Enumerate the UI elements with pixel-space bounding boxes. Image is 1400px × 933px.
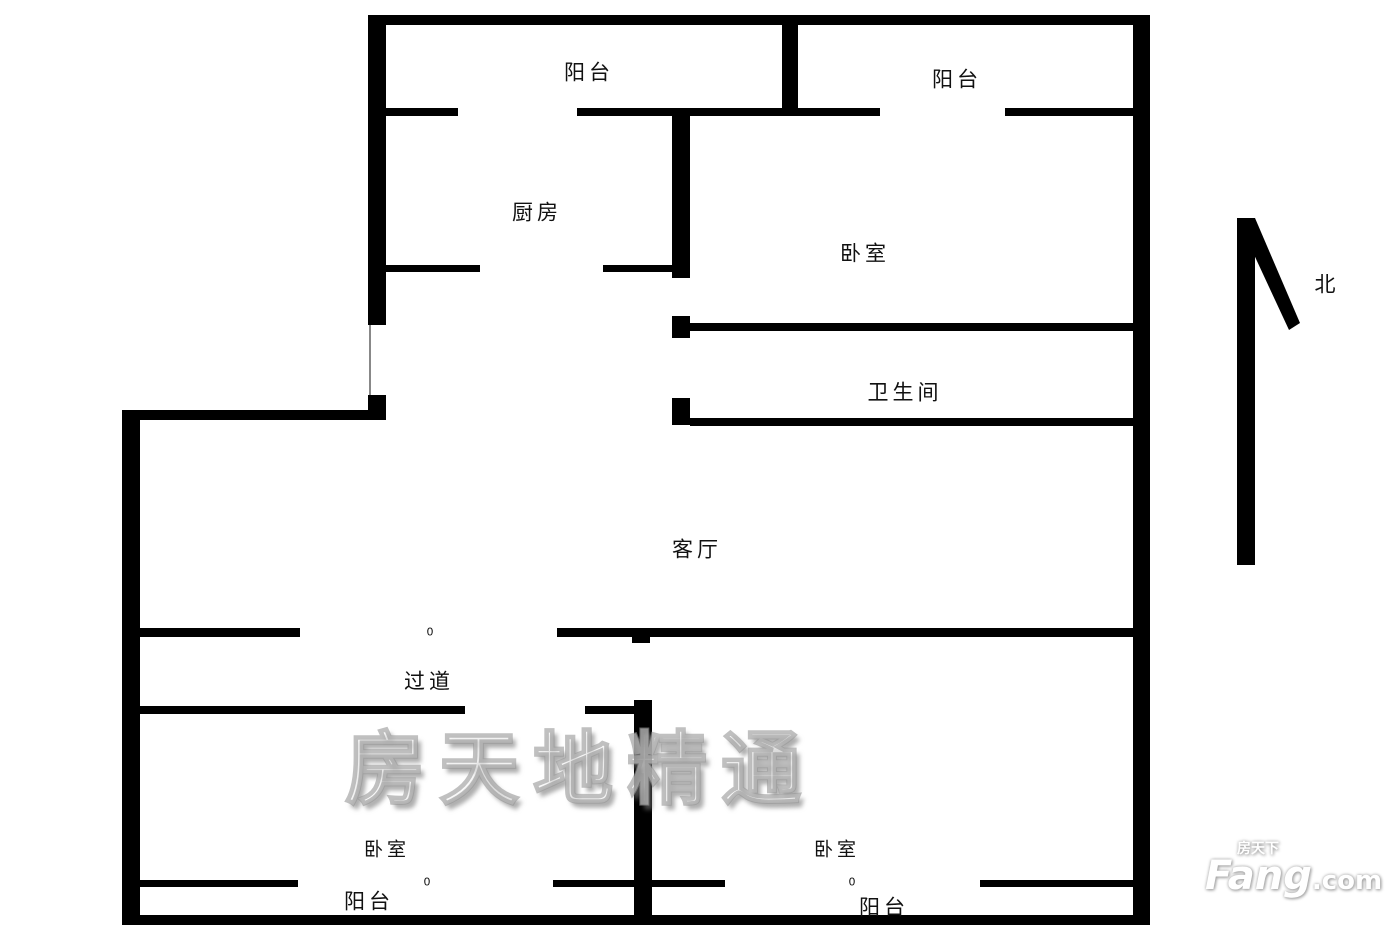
room-label-living-room: 客厅 (672, 537, 722, 562)
logo-cn: 房天下 (1237, 841, 1279, 857)
wall (368, 15, 1150, 25)
wall (980, 880, 1133, 887)
wall (553, 880, 634, 887)
north-arrow-icon (1237, 218, 1300, 565)
logo-suffix: .com (1311, 866, 1383, 896)
wall (577, 108, 798, 116)
dimension-mark: 0 (848, 875, 856, 889)
room-label-kitchen: 厨房 (512, 200, 562, 225)
watermark: 房天地精通 (344, 723, 815, 816)
wall (1005, 108, 1133, 116)
dimension-mark: 0 (423, 875, 431, 889)
wall (140, 880, 298, 887)
wall (585, 706, 640, 714)
room-label-corridor: 过道 (404, 669, 454, 694)
room-label-bedroom: 卧室 (363, 838, 411, 861)
wall (798, 108, 880, 116)
wall (386, 265, 480, 272)
room-label-bedroom: 卧室 (840, 241, 890, 266)
wall (634, 700, 652, 925)
wall (122, 410, 386, 420)
wall (782, 15, 798, 110)
wall (1133, 15, 1150, 925)
wall (369, 325, 371, 395)
wall (672, 398, 690, 425)
room-label-balcony: 阳台 (344, 889, 394, 914)
room-label-balcony: 阳台 (564, 60, 614, 85)
wall (557, 628, 1133, 637)
room-label-balcony: 阳台 (932, 67, 982, 92)
wall (690, 323, 1133, 331)
room-label-balcony: 阳台 (859, 895, 909, 920)
wall (368, 15, 386, 325)
wall (652, 880, 725, 887)
room-label-bedroom: 卧室 (813, 838, 861, 861)
dimension-mark: 0 (426, 625, 434, 639)
logo-brand: Fang (1205, 853, 1312, 899)
wall (672, 116, 690, 278)
logo-wordmark: Fang.com (1205, 856, 1382, 896)
wall (140, 706, 465, 714)
wall (690, 418, 1133, 426)
wall (386, 108, 458, 116)
fang-logo: 房天下 Fang.com (1205, 842, 1382, 896)
wall (140, 628, 300, 637)
wall (632, 637, 650, 643)
wall (122, 410, 140, 925)
room-label-bathroom: 卫生间 (867, 380, 943, 405)
wall (603, 265, 672, 272)
north-label: 北 (1314, 272, 1340, 297)
wall (672, 316, 690, 338)
